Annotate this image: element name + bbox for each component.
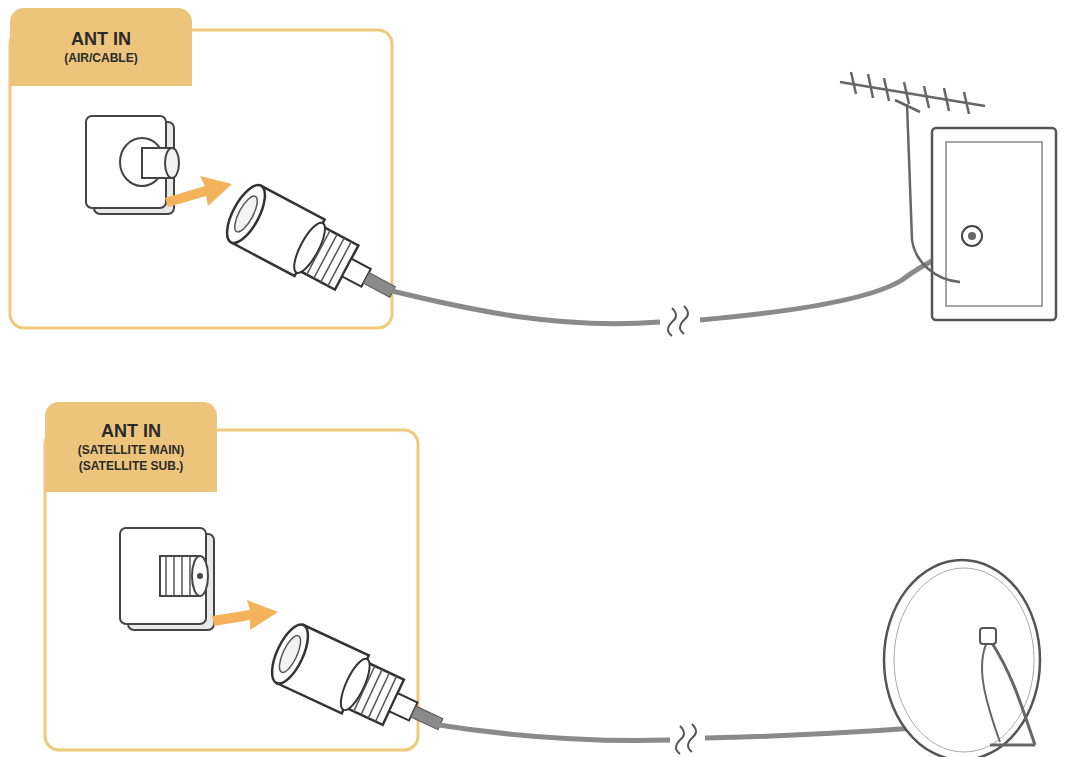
- satellite-socket: [120, 528, 214, 630]
- wall-plate: [932, 128, 1056, 320]
- wall-socket: [86, 116, 179, 214]
- port-type: (AIR/CABLE): [64, 50, 137, 66]
- antenna: [840, 72, 985, 282]
- break-mark: [676, 724, 696, 754]
- port-name: ANT IN: [71, 28, 131, 50]
- break-mark: [668, 306, 688, 336]
- port-label-tab: ANT IN(SATELLITE MAIN)(SATELLITE SUB.): [45, 402, 217, 492]
- insert-arrow: [212, 600, 278, 630]
- port-type: (SATELLITE MAIN): [78, 442, 184, 458]
- cable: [700, 245, 964, 320]
- cable: [432, 724, 670, 740]
- port-type: (SATELLITE SUB.): [79, 458, 183, 474]
- insert-arrow: [165, 176, 232, 207]
- port-name: ANT IN: [101, 420, 161, 442]
- satellite-dish: [884, 560, 1040, 757]
- port-label-tab: ANT IN(AIR/CABLE): [10, 8, 192, 86]
- cable: [388, 290, 660, 324]
